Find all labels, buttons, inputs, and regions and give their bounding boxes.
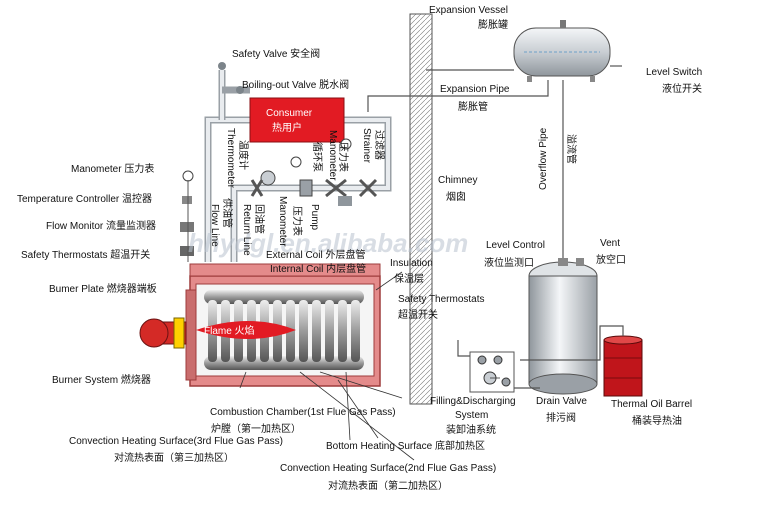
manometer-mid-label-cn: 压力表 — [291, 206, 304, 236]
vent-label-cn: 放空口 — [596, 253, 626, 266]
convection-2nd-label-cn: 对流热表面（第二加热区） — [328, 479, 448, 492]
return-line-label: Return Line — [241, 204, 252, 256]
circulation-piping — [204, 70, 392, 262]
convection-3rd-label: Convection Heating Surface(3rd Flue Gas … — [69, 436, 283, 447]
manometer-right-label-cn: 压力表 — [337, 142, 350, 172]
combustion-chamber-label: Combustion Chamber(1st Flue Gas Pass) — [210, 407, 396, 418]
thermal-oil-barrel-label-cn: 桶装导热油 — [632, 414, 682, 427]
flame: Flame 火焰 — [196, 321, 296, 339]
drain-valve-label: Drain Valve — [536, 396, 587, 407]
left-instruments — [180, 170, 194, 262]
leader-lines — [239, 271, 500, 461]
thermometer-label: Thermometer — [225, 128, 236, 189]
expansion-pipe-label-cn: 膨胀管 — [458, 100, 488, 113]
safety-thermostats-left-label: Safety Thermostats 超温开关 — [21, 248, 150, 261]
level-control-label-cn: 液位监测口 — [484, 256, 534, 269]
flow-line-label: Flow Line — [209, 204, 220, 247]
coil-tube — [325, 300, 334, 362]
coil-tube — [351, 300, 360, 362]
overflow-pipe-label: Overflow Pipe — [538, 127, 549, 190]
safety-thermostats-right-label-cn: 超温开关 — [398, 308, 438, 321]
internal-coil-label: Internal Coil 内层盘管 — [270, 262, 366, 275]
temperature-controller-label: Temperature Controller 温控器 — [17, 192, 152, 205]
burner-system-label: Burner System 燃烧器 — [52, 373, 151, 386]
strainer-label: Strainer — [361, 128, 372, 164]
level-control-label: Level Control — [486, 240, 545, 251]
insulation-label-cn: 保温层 — [394, 272, 424, 285]
storage-tank — [528, 258, 598, 395]
chimney-label-cn: 烟囱 — [446, 190, 466, 203]
coil-tube — [299, 300, 308, 362]
drain-valve-label-cn: 排污阀 — [546, 411, 576, 424]
expansion-vessel — [513, 20, 611, 82]
expansion-pipe — [367, 80, 549, 112]
chimney-label: Chimney — [438, 175, 477, 186]
consumer-label-cn: 热用户 — [272, 121, 302, 134]
filling-discharging-label: Filling&Discharging — [430, 396, 516, 407]
insulation-label: Insulation — [390, 258, 433, 269]
bottom-heating-label: Bottom Heating Surface 底部加热区 — [326, 439, 485, 452]
filling-discharging-label-2: System — [455, 410, 488, 421]
thermal-oil-barrel — [603, 335, 643, 397]
consumer-label: Consumer — [266, 108, 313, 119]
thermometer-label-cn: 温度计 — [237, 140, 250, 170]
consumer-unit: Consumer 热用户 — [249, 97, 345, 143]
manometer-right-label: Manometer — [327, 130, 338, 181]
safety-thermostats-right-label: Safety Thermostats — [398, 294, 485, 305]
filling-discharging-system — [469, 351, 515, 393]
expansion-pipe-label: Expansion Pipe — [440, 84, 510, 95]
filling-discharging-label-cn: 装卸油系统 — [446, 423, 496, 436]
flame-label: Flame 火焰 — [204, 324, 255, 337]
vertical-labels: Thermometer 温度计 Flow Line 供油管 Return Lin… — [209, 127, 578, 256]
level-switch-label: Level Switch — [646, 67, 702, 78]
manometer-left-label: Manometer 压力表 — [71, 162, 154, 175]
barrel-hose — [520, 325, 624, 361]
boiling-out-valve-label: Boiling-out Valve 脱水阀 — [242, 78, 349, 91]
coil-tubes — [208, 300, 360, 362]
safety-valve-label: Safety Valve 安全阀 — [232, 47, 320, 60]
external-coil-label: External Coil 外层盘管 — [266, 248, 365, 261]
pump-label-cn: 循环泵 — [311, 142, 324, 172]
expansion-vessel-label: Expansion Vessel — [429, 5, 508, 16]
filling-line — [457, 340, 470, 357]
chimney — [409, 13, 433, 405]
labels: Expansion Vessel 膨胀罐 Safety Valve 安全阀 Bo… — [17, 5, 702, 492]
convection-3rd-label-cn: 对流热表面（第三加热区） — [114, 451, 234, 464]
pump-label: Pump — [309, 204, 320, 231]
thermal-oil-barrel-label: Thermal Oil Barrel — [611, 399, 692, 410]
flow-line-label-cn: 供油管 — [221, 198, 234, 228]
flow-monitor-label: Flow Monitor 流量监测器 — [46, 219, 156, 232]
coil-tube — [338, 300, 347, 362]
manometer-mid-label: Manometer — [277, 196, 288, 247]
burner — [139, 317, 187, 349]
strainer-label-cn: 过滤器 — [373, 130, 386, 160]
watermark-text: hhydgl.en.alibaba.com — [188, 228, 468, 258]
boiler-coils — [204, 290, 364, 370]
combustion-chamber-label-cn: 炉膛（第一加热区） — [211, 422, 301, 435]
burner-plate-label: Bumer Plate 燃烧器端板 — [49, 282, 157, 295]
expansion-vessel-label-cn: 膨胀罐 — [478, 18, 508, 31]
vent-label: Vent — [600, 238, 620, 249]
level-switch-label-cn: 液位开关 — [662, 82, 702, 95]
coil-tube — [312, 300, 321, 362]
overflow-pipe-label-cn: 溢流管 — [565, 134, 578, 164]
return-line-label-cn: 回油管 — [253, 204, 266, 234]
valves — [218, 62, 378, 206]
convection-2nd-label: Convection Heating Surface(2nd Flue Gas … — [280, 463, 496, 474]
